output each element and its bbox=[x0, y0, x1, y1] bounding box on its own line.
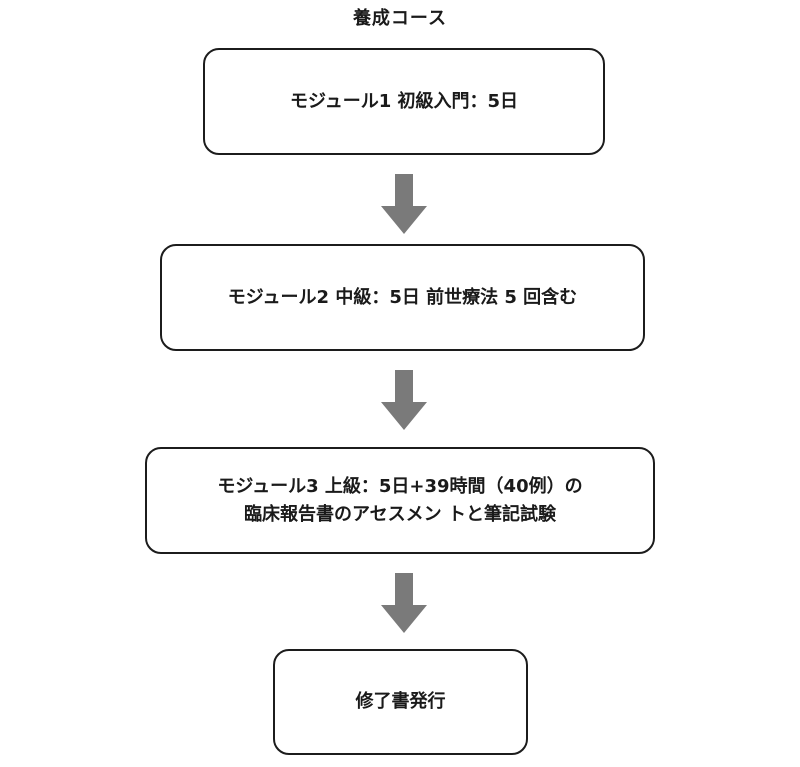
diagram-title: 養成コース bbox=[352, 8, 448, 29]
down-arrow-icon bbox=[381, 573, 427, 633]
down-arrow-icon bbox=[381, 174, 427, 234]
node-module-2-label: モジュール2 中級：5日 前世療法 5 回含む bbox=[227, 286, 578, 308]
node-module-3-label-line-2: 臨床報告書のアセスメン トと筆記試験 bbox=[244, 503, 556, 525]
node-module-1: モジュール1 初級入門：5日 bbox=[203, 48, 605, 155]
node-module-2: モジュール2 中級：5日 前世療法 5 回含む bbox=[160, 244, 645, 351]
down-arrow-icon bbox=[381, 370, 427, 430]
node-certificate: 修了書発行 bbox=[273, 649, 528, 755]
node-module-3: モジュール3 上級：5日+39時間（40例）の 臨床報告書のアセスメン トと筆記… bbox=[145, 447, 655, 554]
node-module-3-label-line-1: モジュール3 上級：5日+39時間（40例）の bbox=[217, 475, 583, 497]
node-certificate-label: 修了書発行 bbox=[355, 691, 446, 712]
node-module-1-label: モジュール1 初級入門：5日 bbox=[289, 90, 519, 112]
